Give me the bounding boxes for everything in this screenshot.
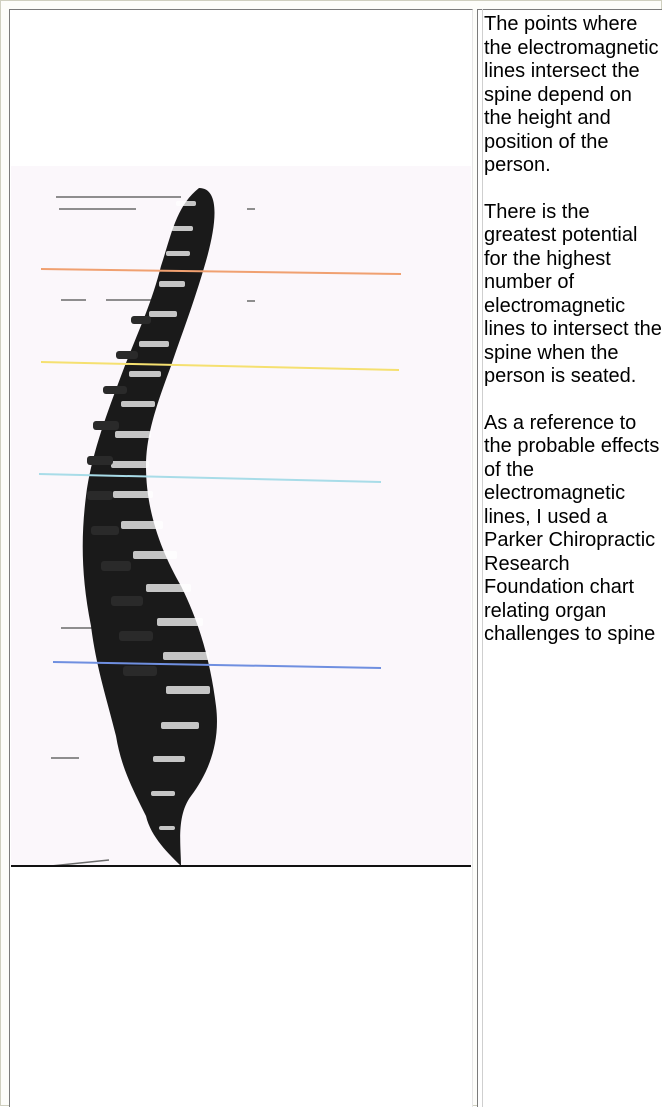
spine-illustration bbox=[11, 166, 471, 865]
cell-divider bbox=[482, 9, 483, 1107]
paragraph-1: The points where the electromagnetic lin… bbox=[484, 13, 662, 178]
paragraph-3: As a reference to the probable effects o… bbox=[484, 412, 662, 647]
paragraph-2: There is the greatest potential for the … bbox=[484, 201, 662, 389]
article-text: The points where the electromagnetic lin… bbox=[484, 13, 662, 670]
spine-shape bbox=[83, 188, 217, 865]
image-bottom-rule bbox=[11, 865, 471, 867]
